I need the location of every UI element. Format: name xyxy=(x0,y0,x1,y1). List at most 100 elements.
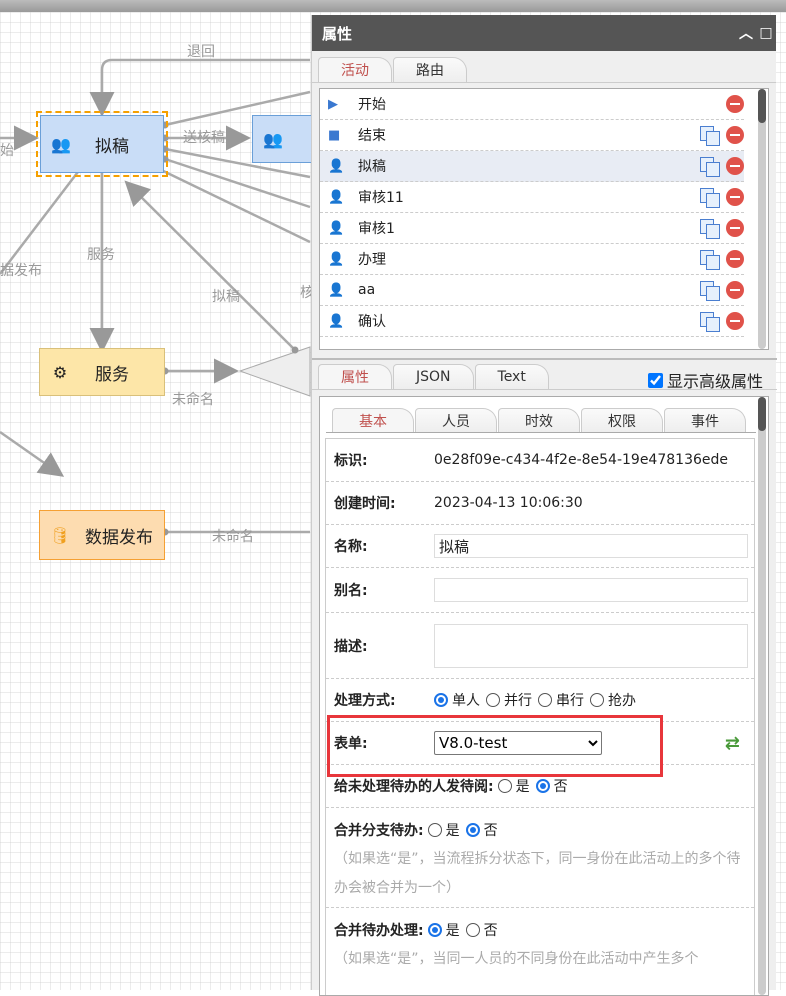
node-draft[interactable]: 👥拟稿 xyxy=(40,115,164,173)
node-label: 服务 xyxy=(95,364,129,385)
mode-grab-radio[interactable]: 抢办 xyxy=(590,690,636,710)
show-advanced-checkbox[interactable] xyxy=(647,372,663,388)
start-icon: ▶ xyxy=(328,96,338,112)
form-select[interactable]: V8.0-test xyxy=(434,731,602,755)
node-service[interactable]: ⚙服务 xyxy=(39,348,165,396)
node-data-publish[interactable]: 🛢 数据发布 xyxy=(39,510,165,560)
activity-row[interactable]: ▶ 开始 xyxy=(320,89,744,120)
node-review[interactable]: 👥 xyxy=(252,115,322,163)
merge-branch-note: （如果选“是”，当流程拆分状态下，同一身份在此活动上的多个待办会被合并为一个） xyxy=(334,851,741,896)
view-tabs: 属性 JSON Text xyxy=(312,362,777,390)
activity-name: 确认 xyxy=(358,314,386,330)
merge-branch-label: 合并分支待办: xyxy=(334,822,424,839)
user-icon: 👤 xyxy=(328,282,345,298)
end-icon: ■ xyxy=(328,127,341,143)
user-icon: 👤 xyxy=(328,189,345,205)
user-icon: 👤 xyxy=(328,158,345,174)
delete-icon[interactable] xyxy=(726,250,744,268)
user-icon: 👤 xyxy=(328,220,345,236)
activity-row[interactable]: 👤 确认 xyxy=(320,306,744,337)
activity-name: 结束 xyxy=(358,128,386,144)
delete-icon[interactable] xyxy=(726,312,744,330)
users-icon: 👥 xyxy=(263,129,283,149)
delete-icon[interactable] xyxy=(726,188,744,206)
alias-input[interactable] xyxy=(434,578,748,602)
mode-parallel-radio[interactable]: 并行 xyxy=(486,690,532,710)
tab-activities[interactable]: 活动 xyxy=(318,57,392,82)
delete-icon[interactable] xyxy=(726,157,744,175)
activity-row[interactable]: 👤办理 xyxy=(320,244,744,275)
tab-routes[interactable]: 路由 xyxy=(393,57,467,82)
scrollbar[interactable] xyxy=(758,397,766,995)
activity-row[interactable]: 👤aa xyxy=(320,275,744,306)
activity-name: 开始 xyxy=(358,97,386,113)
tab-events[interactable]: 事件 xyxy=(664,408,746,432)
delete-icon[interactable] xyxy=(726,219,744,237)
refresh-icon[interactable]: ⇄ xyxy=(724,732,740,754)
merge-branch-no-radio[interactable]: 否 xyxy=(465,820,498,840)
activity-name: 拟稿 xyxy=(358,159,386,175)
flow-edges xyxy=(0,58,311,536)
merge-todo-note: （如果选“是”，当同一人员的不同身份在此活动中产生多个 xyxy=(334,951,699,967)
copy-icon[interactable] xyxy=(700,157,720,177)
show-advanced-toggle[interactable]: 显示高级属性 xyxy=(647,368,763,392)
activity-name: 办理 xyxy=(358,252,386,268)
tab-json[interactable]: JSON xyxy=(393,364,474,389)
tab-basic[interactable]: 基本 xyxy=(332,408,414,432)
activity-name: 审核1 xyxy=(358,221,395,237)
name-input[interactable]: 拟稿 xyxy=(434,534,748,558)
tab-properties[interactable]: 属性 xyxy=(318,364,392,389)
edge-label: 未命名 xyxy=(212,529,254,545)
form-label: 表单: xyxy=(334,736,368,752)
copy-icon[interactable] xyxy=(700,312,720,332)
activity-row[interactable]: 👤 拟稿 xyxy=(320,151,744,182)
merge-todo-yes-radio[interactable]: 是 xyxy=(427,920,460,940)
node-label: 数据发布 xyxy=(85,527,153,548)
delete-icon[interactable] xyxy=(726,126,744,144)
activity-name: 审核11 xyxy=(358,190,404,206)
id-value: 0e28f09e-c434-4f2e-8e54-19e478136ede xyxy=(434,452,728,468)
panel-tabs: 活动 路由 xyxy=(312,55,776,83)
merge-todo-no-radio[interactable]: 否 xyxy=(465,920,498,940)
delete-icon[interactable] xyxy=(726,281,744,299)
alias-label: 别名: xyxy=(334,583,368,599)
copy-icon[interactable] xyxy=(700,281,720,301)
user-icon: 👤 xyxy=(328,313,345,329)
edge-label: 退回 xyxy=(187,44,215,60)
node-label: 拟稿 xyxy=(95,136,129,157)
copy-icon[interactable] xyxy=(700,250,720,270)
properties-body: 基本 人员 时效 权限 事件 标识:0e28f09e-c434-4f2e-8e5… xyxy=(319,396,769,996)
description-textarea[interactable] xyxy=(434,623,748,668)
activity-row[interactable]: 👤 审核1 xyxy=(320,213,744,244)
copy-icon[interactable] xyxy=(700,188,720,208)
tab-text[interactable]: Text xyxy=(474,364,549,389)
mode-label: 处理方式: xyxy=(334,693,396,709)
properties-panel: 属性 ︿□ 活动 路由 ▶开始■结束👤拟稿👤审核11👤审核1👤办理👤aa👤确认 … xyxy=(311,15,777,996)
tab-permissions[interactable]: 权限 xyxy=(581,408,663,432)
copy-icon[interactable] xyxy=(700,126,720,146)
edge-label: 始 xyxy=(0,143,14,159)
panel-title: 属性 xyxy=(322,24,353,43)
tab-timing[interactable]: 时效 xyxy=(498,408,580,432)
notify-label: 给未处理待办的人发待阅: xyxy=(334,779,494,795)
copy-icon[interactable] xyxy=(700,219,720,239)
panel-divider[interactable] xyxy=(312,358,777,360)
node-draft-selection[interactable]: 👥拟稿 xyxy=(36,111,168,177)
maximize-icon[interactable]: □ xyxy=(759,25,773,41)
tab-people[interactable]: 人员 xyxy=(415,408,497,432)
edge-label: 核 xyxy=(300,285,314,301)
collapse-icon[interactable]: ︿ xyxy=(739,26,753,42)
notify-yes-radio[interactable]: 是 xyxy=(497,776,530,796)
notify-no-radio[interactable]: 否 xyxy=(535,776,568,796)
name-label: 名称: xyxy=(334,539,368,555)
mode-single-radio[interactable]: 单人 xyxy=(434,690,480,710)
window-top-bar xyxy=(0,0,786,12)
activity-row[interactable]: 👤 审核11 xyxy=(320,182,744,213)
delete-icon[interactable] xyxy=(726,95,744,113)
merge-branch-yes-radio[interactable]: 是 xyxy=(427,820,460,840)
panel-header: 属性 ︿ □ xyxy=(312,15,776,51)
mode-serial-radio[interactable]: 串行 xyxy=(538,690,584,710)
scrollbar[interactable] xyxy=(758,89,766,349)
activity-row[interactable]: ■ 结束 xyxy=(320,120,744,151)
database-icon: 🛢 xyxy=(49,525,71,545)
